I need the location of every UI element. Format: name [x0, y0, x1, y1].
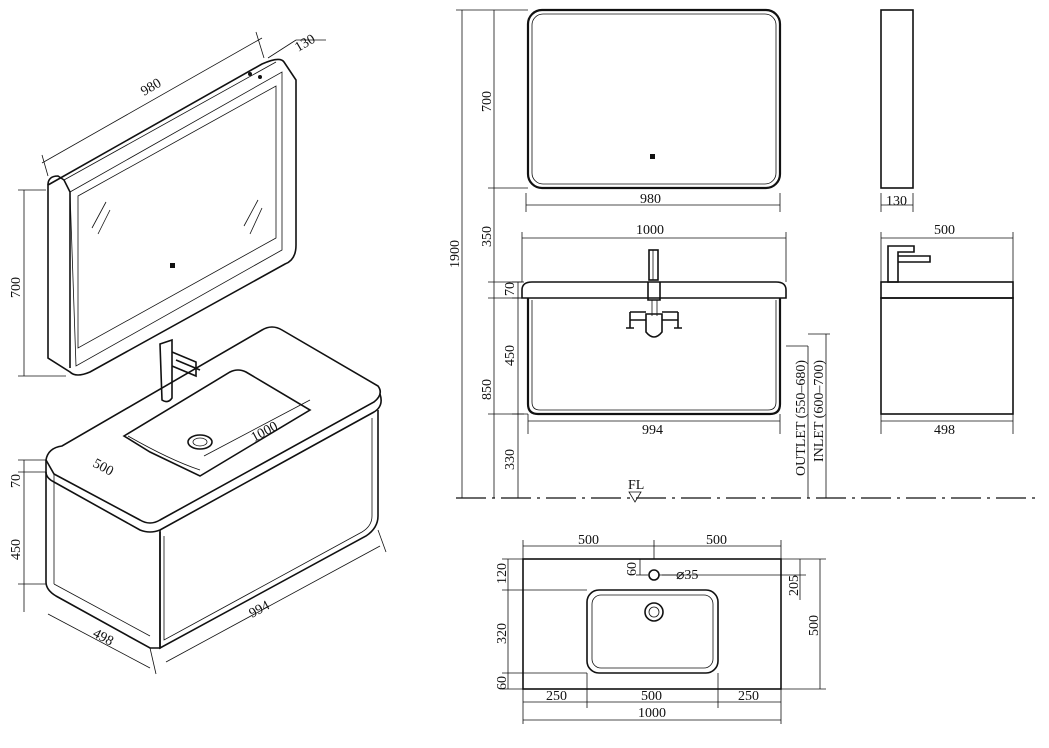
plan-left-half: 500: [578, 533, 599, 548]
plan-tap-to-back: 205: [787, 575, 802, 596]
plan-total-depth: 500: [807, 615, 822, 636]
inlet-label: INLET (600–700): [812, 360, 827, 462]
plan-basin: [586, 589, 719, 674]
iso-mirror-height: 700: [9, 277, 24, 298]
plan-back-margin: 60: [495, 676, 510, 690]
iso-cabinet: [45, 326, 382, 650]
plan-tap-offset: 60: [625, 562, 640, 576]
plan-front-margin: 120: [495, 563, 510, 584]
front-countertop: [521, 281, 787, 299]
front-faucet: [626, 249, 682, 338]
plan-right-margin: 250: [738, 689, 759, 704]
iso-cabinet-width: 994: [247, 598, 273, 621]
isometric-dimensions: 980 130 700 1000 500 70 450 498 994: [9, 31, 387, 675]
side-cabinet-depth: 498: [934, 423, 955, 438]
iso-drawer-height: 450: [9, 539, 24, 560]
front-floor-clearance: 330: [503, 449, 518, 470]
plan-tap-hole: [648, 569, 660, 581]
plan-countertop: [522, 558, 782, 690]
iso-basin-width: 1000: [249, 419, 281, 445]
front-mirror-height: 700: [480, 91, 495, 112]
side-mirror-depth: 130: [886, 194, 907, 209]
isometric-view: [45, 58, 382, 650]
front-drawer-height: 450: [503, 345, 518, 366]
side-top-depth: 500: [934, 223, 955, 238]
iso-cabinet-depth: 498: [90, 626, 116, 649]
plan-basin-depth: 320: [495, 623, 510, 644]
iso-top-depth: 500: [90, 456, 116, 479]
front-view: FL 980 1000 994 1900 700 350 850 70 450: [448, 8, 1040, 503]
plan-right-half: 500: [706, 533, 727, 548]
plan-basin-width: 500: [641, 689, 662, 704]
iso-mirror: [47, 58, 297, 376]
side-mirror: [880, 9, 914, 189]
outlet-label: OUTLET (550–680): [794, 360, 809, 476]
front-top-width: 1000: [636, 223, 664, 238]
front-total-height: 1900: [448, 240, 463, 268]
front-cabinet-width: 994: [642, 423, 663, 438]
side-countertop: [880, 281, 1014, 299]
plan-view: 500 500 60 ⌀35 120 320 60 205 500 250 50…: [495, 533, 826, 724]
floor-label: FL: [628, 478, 644, 493]
side-view: 130 500 498: [880, 9, 1014, 438]
plan-tap-hole-label: ⌀35: [676, 568, 698, 583]
plan-total-width: 1000: [638, 706, 666, 721]
front-mirror: [526, 8, 782, 190]
front-cabinet: [526, 298, 782, 416]
iso-top-height: 70: [9, 474, 24, 488]
plan-left-margin: 250: [546, 689, 567, 704]
front-top-height: 70: [503, 282, 518, 296]
side-cabinet: [880, 297, 1014, 415]
front-gap: 350: [480, 226, 495, 247]
iso-mirror-depth: 130: [293, 32, 319, 55]
front-mirror-width: 980: [640, 192, 661, 207]
front-install-height: 850: [480, 379, 495, 400]
